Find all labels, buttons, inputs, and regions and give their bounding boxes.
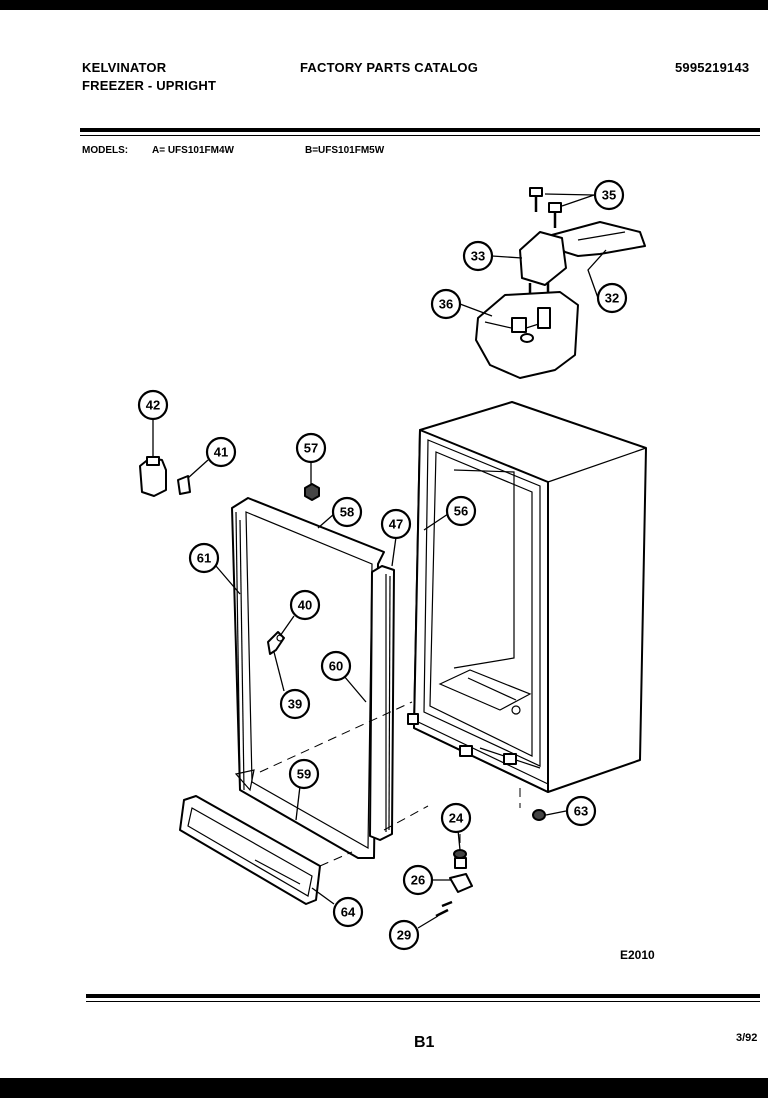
control-knob xyxy=(177,475,191,495)
lower-hinge-parts xyxy=(435,849,473,918)
callout-35: 35 xyxy=(593,179,625,211)
svg-text:26: 26 xyxy=(411,873,425,888)
model-b: B=UFS101FM5W xyxy=(305,145,385,156)
callout-42: 42 xyxy=(137,389,169,421)
svg-text:57: 57 xyxy=(304,441,318,456)
svg-text:56: 56 xyxy=(454,504,468,519)
header-rule-thin xyxy=(80,135,760,136)
callout-56: 56 xyxy=(445,495,477,527)
svg-text:42: 42 xyxy=(146,398,160,413)
header-rule xyxy=(80,128,760,132)
svg-text:32: 32 xyxy=(605,291,619,306)
models-label: MODELS: xyxy=(82,145,129,156)
svg-text:24: 24 xyxy=(449,811,464,826)
callout-29: 29 xyxy=(388,919,420,951)
product-type: FREEZER - UPRIGHT xyxy=(82,78,217,93)
callout-32: 32 xyxy=(596,282,628,314)
leader-lines xyxy=(152,193,607,929)
callout-63: 63 xyxy=(565,795,597,827)
bottom-border-band xyxy=(0,1078,768,1098)
svg-text:36: 36 xyxy=(439,297,453,312)
svg-text:64: 64 xyxy=(341,905,356,920)
callout-61: 61 xyxy=(188,542,220,574)
svg-text:63: 63 xyxy=(574,804,588,819)
callout-58: 58 xyxy=(331,496,363,528)
svg-text:40: 40 xyxy=(298,598,312,613)
leveling-leg xyxy=(532,809,546,821)
svg-text:59: 59 xyxy=(297,767,311,782)
svg-text:39: 39 xyxy=(288,697,302,712)
top-border-band xyxy=(0,0,768,10)
svg-text:35: 35 xyxy=(602,188,616,203)
guide-line xyxy=(259,701,413,773)
callout-59: 59 xyxy=(288,758,320,790)
callout-33: 33 xyxy=(462,240,494,272)
svg-text:58: 58 xyxy=(340,505,354,520)
guide-line xyxy=(319,851,353,867)
thermostat-control xyxy=(139,456,167,497)
svg-text:41: 41 xyxy=(214,445,228,460)
model-a: A= UFS101FM4W xyxy=(152,145,234,156)
svg-text:47: 47 xyxy=(389,517,403,532)
callout-36: 36 xyxy=(430,288,462,320)
page-number: B1 xyxy=(414,1034,435,1051)
svg-text:60: 60 xyxy=(329,659,343,674)
catalog-number: 5995219143 xyxy=(675,60,750,75)
callout-24: 24 xyxy=(440,802,472,834)
footer-rule xyxy=(86,994,760,998)
callout-39: 39 xyxy=(279,688,311,720)
door-assembly xyxy=(231,497,395,859)
light-housing-assembly xyxy=(475,187,646,379)
callout-26: 26 xyxy=(402,864,434,896)
door-stop-57 xyxy=(304,483,320,501)
callout-41: 41 xyxy=(205,436,237,468)
footer-rule-thin xyxy=(86,1001,760,1002)
callout-47: 47 xyxy=(380,508,412,540)
print-date: 3/92 xyxy=(736,1032,758,1044)
callout-40: 40 xyxy=(289,589,321,621)
grille-kick-plate xyxy=(179,795,321,905)
svg-text:29: 29 xyxy=(397,928,411,943)
svg-text:33: 33 xyxy=(471,249,485,264)
guide-line xyxy=(383,805,429,831)
catalog-title: FACTORY PARTS CATALOG xyxy=(300,60,479,75)
svg-text:61: 61 xyxy=(197,551,211,566)
figure-code: E2010 xyxy=(620,948,655,962)
callout-64: 64 xyxy=(332,896,364,928)
brand-name: KELVINATOR xyxy=(82,60,167,75)
callout-60: 60 xyxy=(320,650,352,682)
freezer-cabinet xyxy=(407,401,647,793)
callout-57: 57 xyxy=(295,432,327,464)
